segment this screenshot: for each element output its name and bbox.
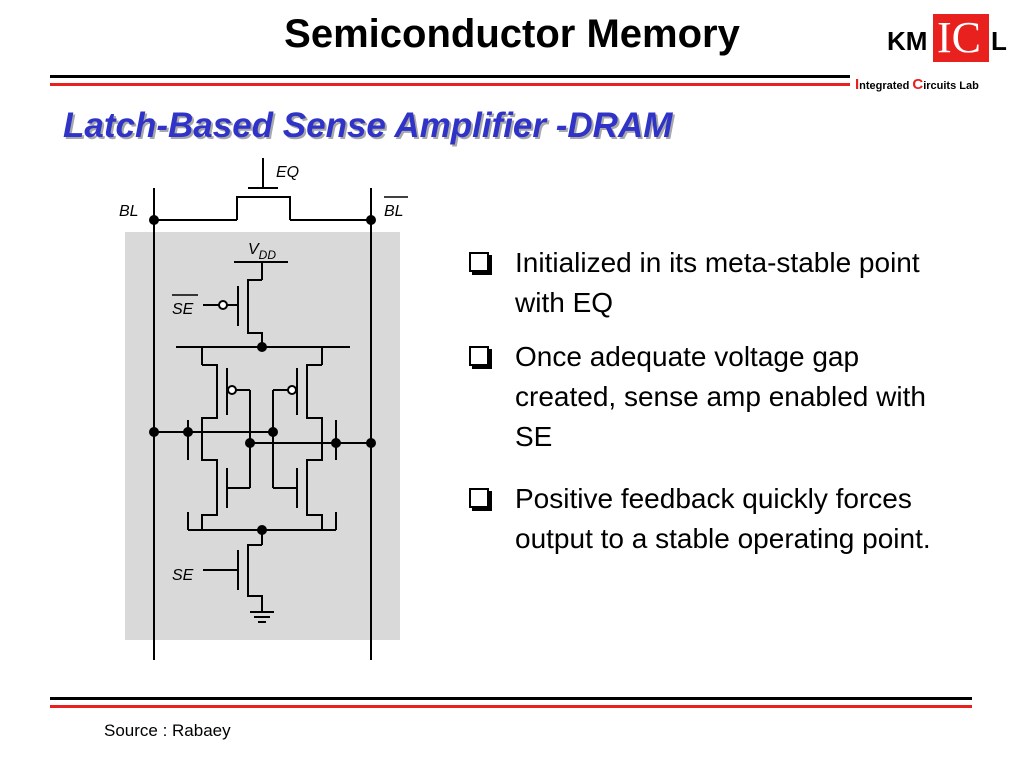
label-vdd: VDD — [248, 241, 276, 262]
bullet-list: Initialized in its meta-stable point wit… — [463, 243, 963, 569]
logo-lab-text: Integrated Circuits Lab — [855, 76, 979, 93]
bullet-item: Initialized in its meta-stable point wit… — [463, 243, 963, 323]
checkbox-bullet-icon — [469, 346, 489, 366]
checkbox-bullet-icon — [469, 252, 489, 272]
label-eq: EQ — [276, 164, 299, 181]
label-bl: BL — [119, 203, 139, 220]
bottom-rule-red — [50, 705, 972, 708]
sense-amplifier-circuit: EQ BL BL VDD SE SE — [119, 158, 408, 660]
kmicl-logo: KM IC L Integrated Circuits Lab — [855, 6, 1015, 96]
logo-l: L — [991, 26, 1007, 56]
logo-km: KM — [887, 26, 928, 56]
top-rule-red — [50, 83, 850, 86]
logo-ic: IC — [933, 14, 989, 62]
bullet-item: Once adequate voltage gap created, sense… — [463, 337, 963, 457]
bullet-item: Positive feedback quickly forces output … — [463, 479, 963, 559]
slide-subtitle: Latch-Based Sense Amplifier -DRAM — [63, 106, 673, 145]
shaded-region — [125, 232, 400, 640]
label-se-bar: SE — [172, 301, 194, 318]
bottom-rule-black — [50, 697, 972, 700]
label-se: SE — [172, 567, 194, 584]
label-bl-bar: BL — [384, 203, 404, 220]
top-rule-black — [50, 75, 850, 78]
source-citation: Source : Rabaey — [104, 721, 231, 740]
page-title: Semiconductor Memory — [284, 12, 740, 56]
checkbox-bullet-icon — [469, 488, 489, 508]
